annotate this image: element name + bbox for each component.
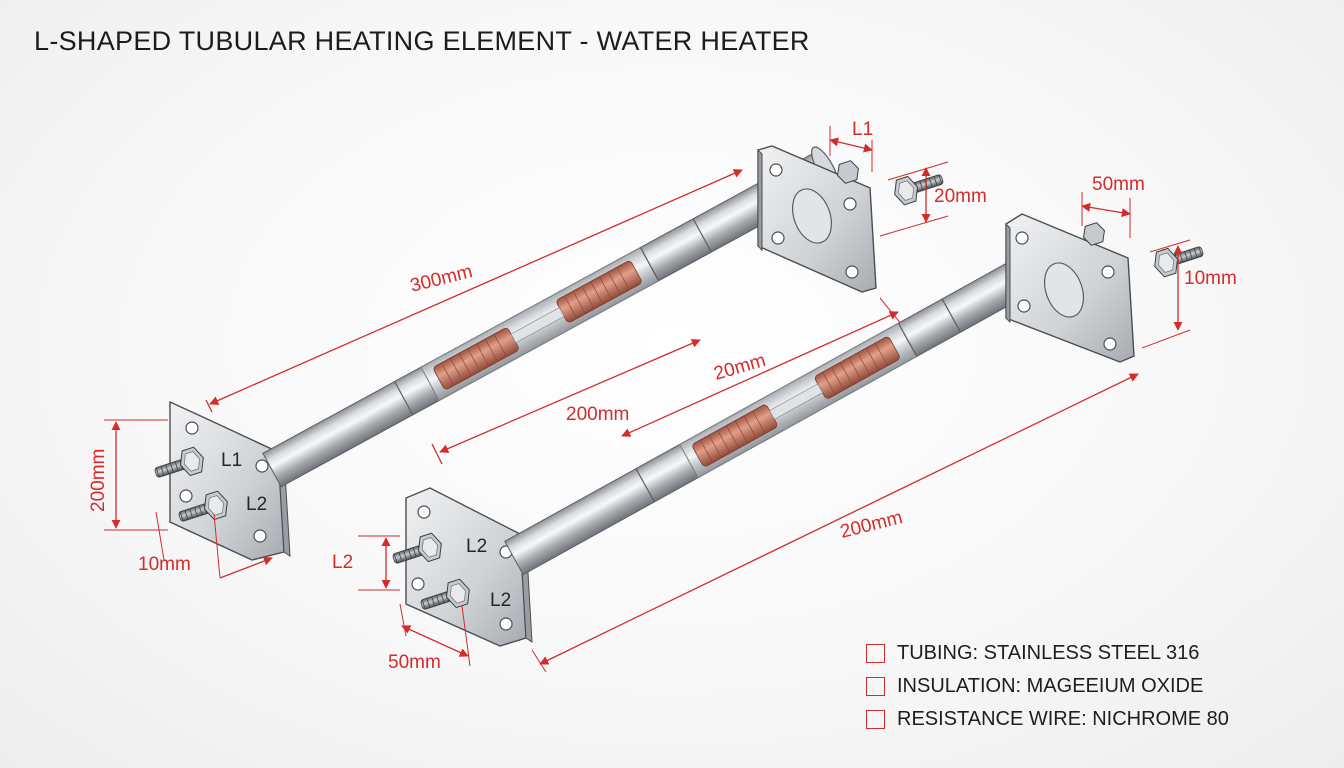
- bottom-terminal-lower: L2: [490, 590, 511, 611]
- bottom-heating-element: L2 L2: [332, 174, 1237, 673]
- dim-top-inner-length: 200mm: [566, 404, 629, 425]
- legend-label: INSULATION: MAGEEIUM OXIDE: [897, 675, 1204, 697]
- legend-item: INSULATION: MAGEEIUM OXIDE: [866, 670, 1229, 703]
- legend-item: TUBING: STAINLESS STEEL 316: [866, 637, 1229, 670]
- bottom-left-flange: [405, 487, 533, 647]
- legend-checkbox: [866, 644, 885, 663]
- dim-bottom-flange-offset: 50mm: [388, 652, 441, 673]
- dim-bottom-length: 200mm: [838, 507, 905, 543]
- dim-top-flange-height: 200mm: [88, 449, 109, 512]
- top-heating-element: L1 L2: [88, 119, 987, 579]
- legend-item: RESISTANCE WIRE: NICHROME 80: [866, 703, 1229, 736]
- bottom-right-flange: [1005, 213, 1135, 363]
- bottom-terminal-upper: L2: [466, 536, 487, 557]
- dim-top-terminal-length: L1: [852, 119, 873, 140]
- top-left-flange: [169, 400, 291, 561]
- dim-bottom-terminal-length: 50mm: [1092, 174, 1145, 195]
- top-terminal-l1: L1: [221, 450, 242, 471]
- top-terminal-l2: L2: [246, 494, 267, 515]
- dim-middle-span: 20mm: [712, 350, 769, 385]
- materials-legend: TUBING: STAINLESS STEEL 316 INSULATION: …: [866, 637, 1229, 736]
- legend-label: TUBING: STAINLESS STEEL 316: [897, 642, 1200, 664]
- diagram-title: L-SHAPED TUBULAR HEATING ELEMENT - WATER…: [34, 26, 810, 56]
- dim-top-terminal-height: 20mm: [934, 186, 987, 207]
- dim-top-flange-offset: 10mm: [138, 554, 191, 575]
- dim-bottom-flange-height: 10mm: [1184, 268, 1237, 289]
- legend-checkbox: [866, 710, 885, 729]
- legend-label: RESISTANCE WIRE: NICHROME 80: [897, 708, 1229, 730]
- legend-checkbox: [866, 677, 885, 696]
- dim-bottom-terminal-height: L2: [332, 552, 353, 573]
- top-dimensions: 300mm 200mm 200mm 10mm L1 20mm: [88, 119, 987, 579]
